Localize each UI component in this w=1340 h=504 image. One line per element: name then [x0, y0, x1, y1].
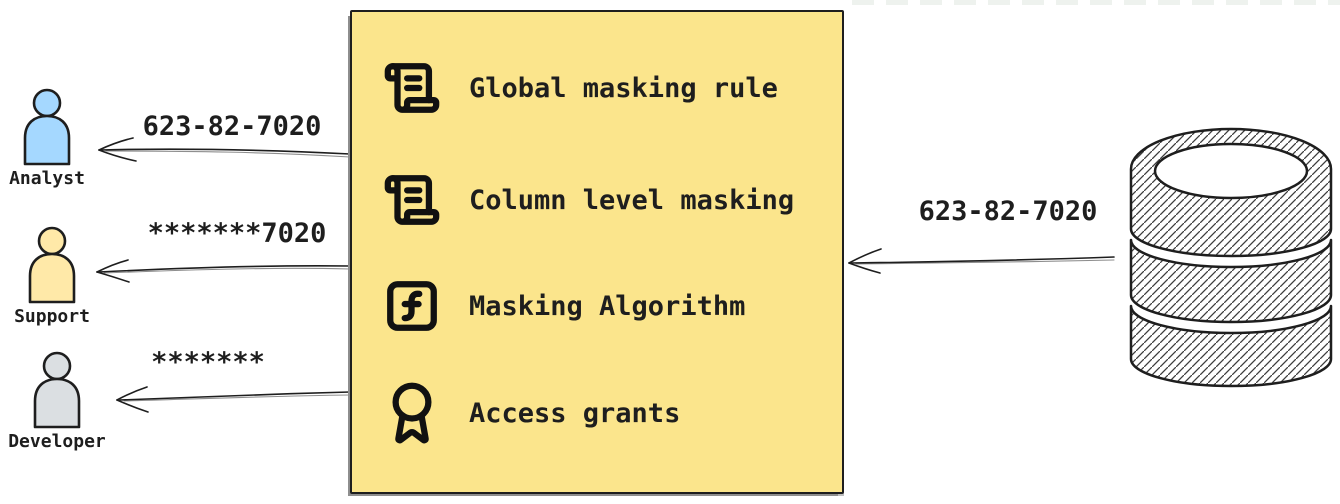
actor-developer: Developer	[7, 351, 107, 452]
person-icon	[23, 88, 71, 166]
scroll-text-icon	[382, 171, 442, 229]
developer-arrow-value: *******	[151, 347, 265, 378]
function-square-icon	[382, 277, 442, 335]
database-arrow-value: 623-82-7020	[918, 196, 1098, 227]
box-row-masking-algorithm: Masking Algorithm	[382, 274, 832, 338]
box-item-label: Access grants	[469, 397, 681, 429]
actor-analyst: Analyst	[0, 88, 97, 189]
actor-label: Developer	[8, 431, 106, 452]
box-item-label: Masking Algorithm	[469, 290, 746, 322]
person-icon	[28, 226, 76, 304]
arrow-to-support	[96, 259, 351, 283]
award-icon	[382, 375, 442, 451]
actor-support: Support	[2, 226, 102, 327]
dashed-divider	[852, 0, 1340, 5]
arrow-to-developer	[116, 386, 351, 413]
support-arrow-value: *******7020	[147, 218, 327, 249]
database-icon	[1129, 127, 1333, 388]
analyst-arrow-value: 623-82-7020	[142, 111, 322, 142]
person-icon	[33, 351, 81, 429]
box-item-label: Column level masking	[469, 184, 795, 216]
box-item-label: Global masking rule	[469, 72, 778, 104]
box-row-global-masking: Global masking rule	[382, 56, 832, 120]
box-row-access-grants: Access grants	[382, 373, 832, 453]
actor-label: Support	[14, 306, 90, 327]
arrow-from-database	[848, 248, 1115, 274]
scroll-text-icon	[382, 59, 442, 117]
masking-rules-box: Global masking rule Column level masking…	[350, 10, 844, 494]
box-row-column-masking: Column level masking	[382, 168, 832, 232]
actor-label: Analyst	[9, 168, 85, 189]
